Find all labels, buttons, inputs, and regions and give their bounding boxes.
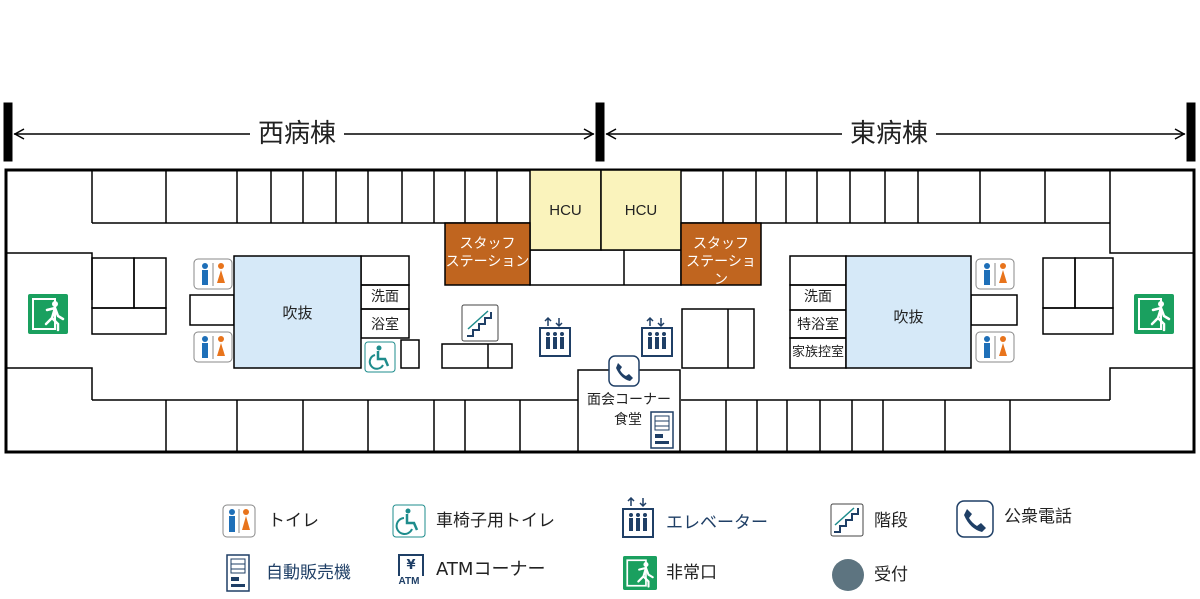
toilet-icon bbox=[975, 258, 1015, 290]
emergency-exit-icon bbox=[623, 556, 657, 590]
wheelchair-toilet-icon bbox=[392, 504, 426, 538]
dining-label: 食堂 bbox=[614, 412, 642, 428]
family-waiting-label: 家族控室 bbox=[791, 345, 844, 360]
special-bath-label: 特浴室 bbox=[797, 317, 839, 333]
phone-icon bbox=[608, 355, 640, 387]
hcu-left-label: HCU bbox=[549, 202, 582, 219]
atm-icon: ¥ ATM bbox=[394, 554, 424, 592]
legend-label-stairs: 階段 bbox=[874, 511, 908, 531]
reception-icon bbox=[832, 559, 864, 591]
toilet-icon bbox=[975, 331, 1015, 363]
stairs-icon bbox=[461, 304, 499, 342]
west-end-rooms bbox=[6, 252, 530, 401]
elevator-icon bbox=[622, 497, 654, 538]
legend-label-atm: ATMコーナー bbox=[436, 559, 546, 580]
wing-label-east: 東病棟 bbox=[842, 118, 937, 150]
visiting-corner-label: 面会コーナー bbox=[587, 392, 671, 408]
wing-label-west: 西病棟 bbox=[250, 118, 345, 150]
atrium-left-label: 吹抜 bbox=[282, 304, 313, 322]
emergency-exit-icon bbox=[28, 294, 68, 334]
legend-label-reception: 受付 bbox=[874, 565, 908, 585]
legend-label-wheelchair-toilet: 車椅子用トイレ bbox=[436, 511, 555, 531]
west-bottom-rooms bbox=[165, 400, 521, 452]
washroom-left-label: 洗面 bbox=[371, 289, 399, 305]
toilet-icon bbox=[193, 258, 233, 290]
elevator-icon bbox=[641, 316, 673, 357]
wheelchair-toilet-icon bbox=[364, 341, 396, 373]
legend-label-emergency-exit: 非常口 bbox=[666, 563, 717, 583]
atm-icon-text: ATM bbox=[398, 576, 420, 587]
east-bottom-rooms bbox=[725, 400, 1011, 452]
emergency-exit-icon bbox=[1134, 294, 1174, 334]
legend-label-toilet: トイレ bbox=[268, 511, 319, 531]
floor-plan bbox=[3, 102, 1196, 454]
atrium-right bbox=[845, 255, 972, 369]
stairs-icon bbox=[830, 503, 864, 537]
vending-machine-icon bbox=[650, 411, 674, 449]
hcu-right-label: HCU bbox=[624, 202, 658, 219]
west-top-rooms bbox=[91, 170, 530, 224]
west-core bbox=[189, 255, 513, 369]
legend-label-elevator: エレベーター bbox=[666, 513, 768, 533]
nurse-station-right-label: スタッフ ステーション bbox=[686, 236, 756, 288]
bathroom-label: 浴室 bbox=[371, 317, 399, 333]
legend-label-vending: 自動販売機 bbox=[266, 563, 351, 583]
wing-dimension-lines bbox=[3, 102, 1196, 162]
vending-machine-icon bbox=[226, 554, 250, 592]
atm-yen-symbol: ¥ bbox=[398, 554, 424, 576]
nurse-station-left-label: スタッフ ステーション bbox=[445, 236, 530, 270]
hcu-left bbox=[529, 169, 602, 251]
toilet-icon bbox=[222, 504, 256, 538]
phone-icon bbox=[956, 500, 994, 538]
elevator-icon bbox=[539, 316, 571, 357]
nurse-station-left bbox=[444, 222, 531, 286]
toilet-icon bbox=[193, 331, 233, 363]
east-end-rooms bbox=[681, 257, 1194, 401]
atrium-left bbox=[233, 255, 362, 369]
legend-label-phone: 公衆電話 bbox=[1004, 507, 1072, 527]
nurse-station-right bbox=[680, 222, 762, 286]
hcu-right bbox=[600, 169, 682, 251]
atrium-right-label: 吹抜 bbox=[893, 308, 924, 326]
washroom-right-label: 洗面 bbox=[804, 289, 832, 305]
